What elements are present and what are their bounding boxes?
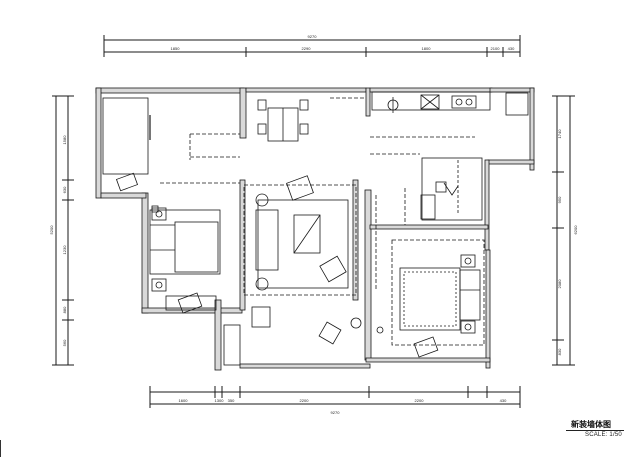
dim-left-total: 5200 xyxy=(49,225,54,235)
dim-left-4: 880 xyxy=(62,306,67,313)
dim-right-2: 950 xyxy=(557,196,562,203)
dim-left-1: 1580 xyxy=(62,135,67,145)
dim-right-4: 830 xyxy=(557,348,562,355)
partition-dashed-lines xyxy=(160,97,475,290)
drawing-title: 新装墙体图 xyxy=(571,420,611,429)
wardrobe-block xyxy=(102,97,149,175)
bedroom-left-bed xyxy=(149,207,221,311)
dim-top-2: 2290 xyxy=(302,46,312,51)
dim-bottom-6: 430 xyxy=(500,398,507,403)
left-dimension-chain xyxy=(52,95,74,366)
top-dimension-chain xyxy=(103,35,521,57)
wall-outline xyxy=(95,87,535,371)
dim-bottom-1: 1600 xyxy=(179,398,189,403)
dim-top-1: 1850 xyxy=(171,46,181,51)
drawing-scale: SCALE: 1/50 xyxy=(585,432,622,438)
bottom-dimension-chain xyxy=(149,386,521,408)
dim-bottom-total: 9270 xyxy=(331,410,341,415)
dim-bottom-4: 2200 xyxy=(300,398,310,403)
right-dimension-chain xyxy=(552,95,575,366)
dim-left-3: 1230 xyxy=(62,245,67,255)
dim-top-5: 430 xyxy=(508,46,515,51)
dim-bottom-3: 350 xyxy=(228,398,235,403)
living-room-furniture xyxy=(243,175,357,296)
dim-top-total: 9270 xyxy=(308,34,318,39)
title-underline xyxy=(566,430,624,431)
corner-mark xyxy=(0,440,1,457)
dim-right-1: 1740 xyxy=(557,129,562,139)
dining-table xyxy=(257,99,309,142)
dim-right-3: 2080 xyxy=(557,279,562,289)
dim-left-5: 560 xyxy=(62,339,67,346)
bathroom-fixtures xyxy=(420,157,483,221)
bedroom-right-bed xyxy=(391,239,485,346)
dim-bottom-2: 1300 xyxy=(215,398,225,403)
dim-bottom-5: 2200 xyxy=(415,398,425,403)
dim-right-total: 6200 xyxy=(573,225,578,235)
dim-top-3: 1800 xyxy=(422,46,432,51)
dim-left-2: 630 xyxy=(62,186,67,193)
kitchen-counter xyxy=(371,91,529,116)
balcony-furniture xyxy=(177,292,439,366)
dim-top-4: 2100 xyxy=(491,46,501,51)
